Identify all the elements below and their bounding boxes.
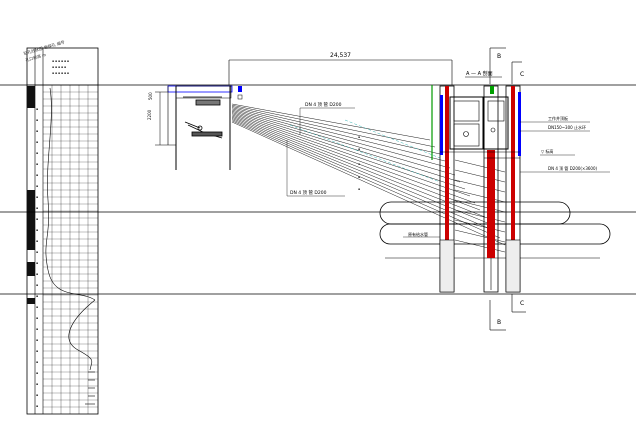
- borehole-log: 钻孔柱状图 勘探孔 编号 孔口标高 m ▪ ▪ ▪ ▪ ▪ ▪ ▪ ▪ ▪ ▪ …: [23, 38, 99, 415]
- svg-text:▪: ▪: [36, 404, 38, 408]
- svg-text:▪: ▪: [36, 294, 38, 298]
- svg-text:▪: ▪: [36, 261, 38, 265]
- level-mark: ▽ 标高: [541, 148, 553, 154]
- svg-text:▪: ▪: [36, 217, 38, 221]
- left-callouts: DN 4 顶 管 D200 DN 4 顶 管 D200 ▪ ▪ ▪ ▪ ▪: [286, 101, 360, 197]
- svg-text:▪: ▪: [36, 162, 38, 166]
- svg-text:▪: ▪: [36, 338, 38, 342]
- svg-text:▪: ▪: [36, 283, 38, 287]
- svg-text:▪: ▪: [358, 135, 360, 139]
- svg-text:▪: ▪: [36, 349, 38, 353]
- pipe-label: 原有给水管: [408, 231, 428, 237]
- svg-text:▪: ▪: [358, 147, 360, 151]
- svg-text:▪: ▪: [36, 173, 38, 177]
- svg-text:▪: ▪: [36, 305, 38, 309]
- section-title: A — A 剖面: [466, 70, 493, 77]
- svg-text:▪: ▪: [36, 184, 38, 188]
- svg-text:▪: ▪: [36, 195, 38, 199]
- svg-text:▪: ▪: [36, 360, 38, 364]
- svg-text:▪: ▪: [358, 162, 360, 166]
- jacking-machine: [183, 96, 223, 139]
- svg-text:▪: ▪: [36, 129, 38, 133]
- svg-text:▪: ▪: [36, 239, 38, 243]
- svg-text:▪: ▪: [36, 228, 38, 232]
- svg-text:▪: ▪: [36, 272, 38, 276]
- top-dimension-label: 24,537: [330, 52, 351, 59]
- right-callout-1: 工作井顶板: [548, 115, 568, 121]
- guide-lines: [289, 119, 441, 183]
- svg-text:▪: ▪: [36, 140, 38, 144]
- svg-text:▪: ▪: [36, 371, 38, 375]
- right-callout-3: DN 4 顶 管 D200(×3600): [548, 165, 598, 171]
- launch-pit: 2200 500: [147, 85, 243, 170]
- right-callout-2: DN150~300 止水环: [548, 124, 586, 130]
- svg-text:▪: ▪: [36, 250, 38, 254]
- svg-text:▪ ▪ ▪ ▪ ▪ ▪: ▪ ▪ ▪ ▪ ▪ ▪: [52, 59, 69, 63]
- svg-text:▪: ▪: [36, 118, 38, 122]
- section-b-bottom: B: [497, 319, 501, 326]
- svg-text:孔口标高 m: 孔口标高 m: [25, 51, 47, 63]
- svg-text:▪: ▪: [358, 187, 360, 191]
- lower-callout: DN 4 顶 管 D200: [290, 189, 327, 196]
- receiving-pit: [431, 85, 521, 293]
- svg-text:▪: ▪: [36, 206, 38, 210]
- section-b-top: B: [497, 53, 501, 60]
- svg-text:▪: ▪: [36, 393, 38, 397]
- svg-text:500: 500: [148, 92, 153, 100]
- top-dimension: 24,537: [228, 52, 453, 85]
- pipe-fan: [231, 103, 506, 253]
- level-lines: [0, 84, 636, 295]
- svg-text:▪: ▪: [36, 316, 38, 320]
- svg-text:▪: ▪: [358, 175, 360, 179]
- svg-text:▪: ▪: [36, 382, 38, 386]
- right-callouts: 工作井顶板 DN150~300 止水环 ▽ 标高 DN 4 顶 管 D200(×…: [520, 115, 610, 173]
- section-c-top: C: [520, 71, 524, 78]
- section-c-bottom: C: [520, 300, 524, 307]
- svg-text:▪: ▪: [36, 327, 38, 331]
- svg-text:2200: 2200: [147, 109, 152, 120]
- upper-callout: DN 4 顶 管 D200: [305, 101, 342, 108]
- svg-text:▪ ▪ ▪ ▪ ▪ ▪: ▪ ▪ ▪ ▪ ▪ ▪: [52, 71, 69, 75]
- svg-text:▪: ▪: [36, 151, 38, 155]
- svg-text:▪: ▪: [36, 107, 38, 111]
- svg-text:▪ ▪ ▪ ▪ ▪: ▪ ▪ ▪ ▪ ▪: [52, 65, 66, 69]
- section-markers: [489, 47, 526, 331]
